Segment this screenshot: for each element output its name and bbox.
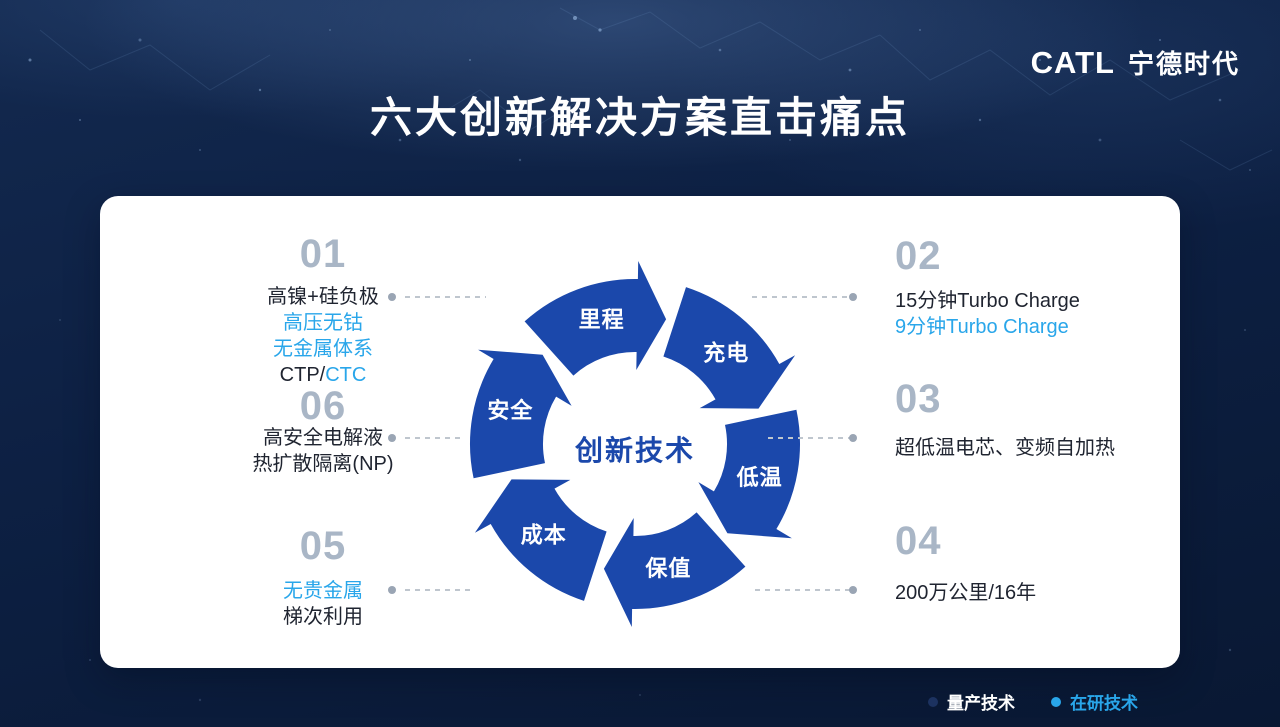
connector-dot-04 [849, 586, 857, 594]
legend-label-research: 在研技术 [1070, 694, 1138, 713]
item-02-number: 02 [895, 234, 942, 278]
wheel-arrow-range [524, 261, 667, 376]
item-02-text: 15分钟Turbo Charge 9分钟Turbo Charge [895, 288, 1255, 340]
production-tech-text: 15分钟Turbo Charge [895, 290, 1080, 312]
research-tech-text: 高压无钴 [283, 312, 363, 334]
item-02-line-1: 15分钟Turbo Charge [895, 288, 1255, 314]
production-tech-text: 高镍+硅负极 [267, 286, 379, 308]
wheel-arrow-value [603, 512, 746, 627]
legend-item-production: 量产技术 [928, 689, 1015, 714]
production-tech-text: 梯次利用 [283, 606, 363, 628]
item-03-text: 超低温电芯、变频自加热 [895, 435, 1275, 461]
wheel-arrow-low-temp [698, 409, 800, 539]
item-01-number: 01 [299, 232, 347, 276]
wheel-label-cost: 成本 [521, 523, 567, 548]
connector-dashes-01 [405, 296, 486, 298]
item-06-line-2: 热扩散隔离(NP) [198, 451, 448, 477]
connector-dot-02 [849, 293, 857, 301]
item-05-line-1: 无贵金属 [198, 578, 448, 604]
production-tech-text: CTP/ [279, 364, 326, 386]
research-tech-text: 无贵金属 [283, 580, 363, 602]
wheel-center-label: 创新技术 [574, 435, 695, 466]
legend: 量产技术 在研技术 [928, 689, 1138, 714]
wheel-arrow-charging [663, 287, 796, 409]
production-dot-icon [928, 696, 938, 707]
catl-logo-chinese: 宁德时代 [1127, 49, 1240, 79]
research-tech-text: 9分钟Turbo Charge [895, 316, 1069, 338]
research-tech-text: CTC [325, 364, 367, 386]
connector-dashes-04 [755, 589, 850, 591]
connector-dot-06 [388, 434, 396, 442]
legend-item-research: 在研技术 [1051, 689, 1138, 714]
connector-dashes-05 [405, 589, 474, 591]
catl-logo-wordmark: CATL [1030, 44, 1115, 80]
connector-dashes-06 [405, 437, 464, 439]
item-01-line-3: 无金属体系 [198, 336, 448, 362]
production-tech-text: 超低温电芯、变频自加热 [895, 437, 1115, 459]
wheel-label-safety: 安全 [487, 398, 533, 423]
production-tech-text: 200万公里/16年 [895, 582, 1037, 604]
item-05-number: 05 [299, 524, 347, 568]
connector-dashes-02 [752, 296, 850, 298]
item-06-number: 06 [299, 384, 347, 428]
catl-logo: CATL 宁德时代 [1031, 44, 1240, 81]
wheel-arrow-cost [474, 479, 607, 601]
item-06-text: 高安全电解液热扩散隔离(NP) [198, 425, 448, 477]
connector-dashes-03 [768, 437, 850, 439]
legend-label-production: 量产技术 [947, 694, 1015, 713]
research-tech-text: 无金属体系 [273, 338, 373, 360]
item-04-line-1: 200万公里/16年 [895, 580, 1255, 606]
item-01-line-4: CTP/CTC [198, 362, 448, 388]
wheel-label-range: 里程 [579, 307, 625, 332]
wheel-label-value: 保值 [644, 556, 691, 581]
item-05-text: 无贵金属梯次利用 [198, 578, 448, 630]
item-04-number: 04 [895, 519, 942, 563]
connector-dot-05 [388, 586, 396, 594]
wheel-label-low-temp: 低温 [736, 465, 783, 490]
item-02-line-2: 9分钟Turbo Charge [895, 314, 1255, 340]
item-06-line-1: 高安全电解液 [198, 425, 448, 451]
wheel-arrow-safety [470, 349, 572, 479]
production-tech-text: 热扩散隔离(NP) [252, 453, 394, 475]
item-04-text: 200万公里/16年 [895, 580, 1255, 606]
research-dot-icon [1051, 696, 1061, 707]
item-01-line-2: 高压无钴 [198, 310, 448, 336]
slide-title: 六大创新解决方案直击痛点 [369, 94, 910, 141]
wheel-label-charging: 充电 [703, 340, 749, 365]
item-03-number: 03 [895, 377, 942, 421]
item-01-line-1: 高镍+硅负极 [198, 284, 448, 310]
item-05-line-2: 梯次利用 [198, 604, 448, 630]
connector-dot-01 [388, 293, 396, 301]
connector-dot-03 [849, 434, 857, 442]
item-03-line-1: 超低温电芯、变频自加热 [895, 435, 1275, 461]
production-tech-text: 高安全电解液 [263, 427, 383, 449]
